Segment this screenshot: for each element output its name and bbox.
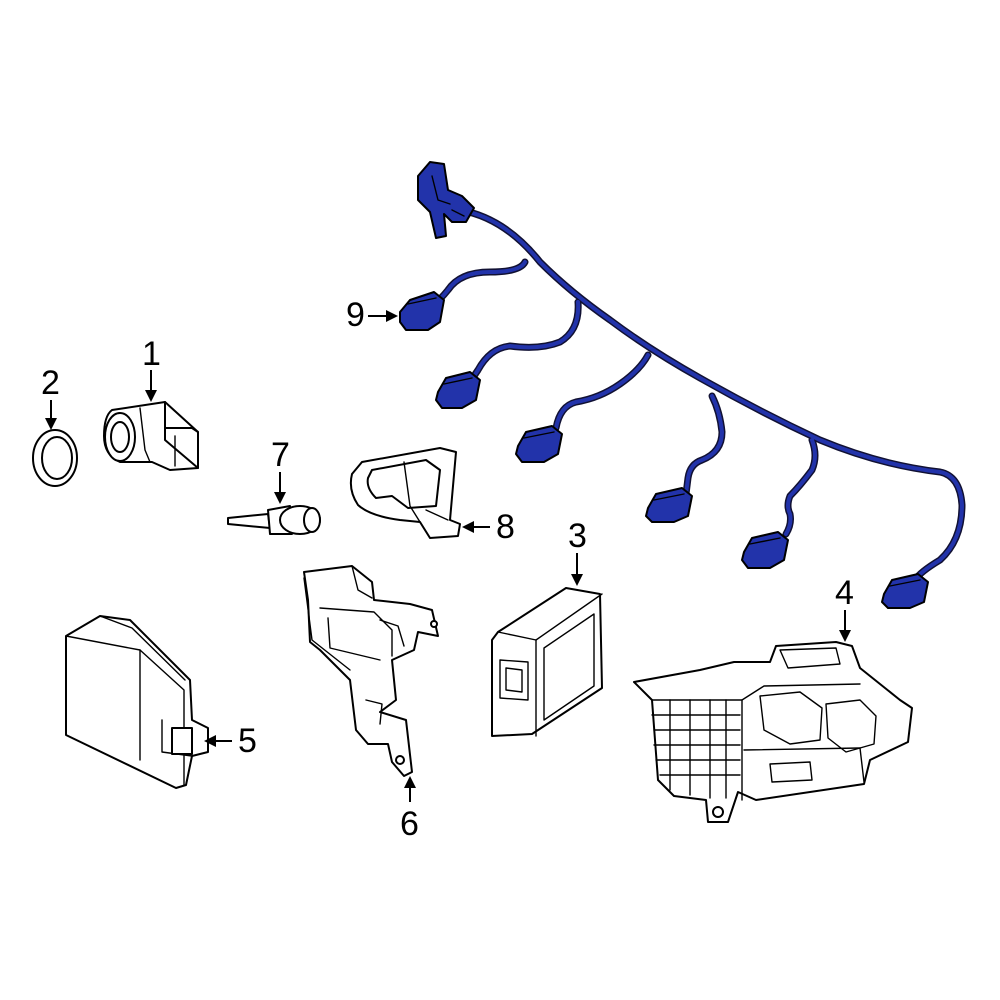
callout-6: 6 [400, 776, 419, 843]
harness-connector-3 [515, 425, 563, 463]
part-2-ring-seal[interactable] [32, 429, 78, 487]
callout-4-label: 4 [835, 574, 854, 612]
harness-connector-1 [399, 291, 445, 331]
harness-connector-6 [881, 573, 929, 609]
part-1-parking-sensor[interactable] [103, 401, 199, 471]
part-7-clip[interactable] [227, 505, 321, 535]
callout-9: 9 [346, 296, 398, 334]
harness-connector-4 [645, 487, 693, 523]
callout-1: 1 [142, 335, 161, 402]
harness-connector-2 [435, 371, 481, 409]
part-3-ecu-box[interactable] [491, 587, 603, 737]
callout-2-label: 2 [41, 364, 60, 402]
callout-6-label: 6 [400, 805, 419, 843]
harness-main-connector [417, 161, 475, 239]
part-4-housing[interactable] [633, 641, 913, 823]
callout-5-label: 5 [238, 722, 257, 760]
callout-7: 7 [271, 436, 290, 504]
callout-9-label: 9 [346, 296, 365, 334]
part-6-mounting-bracket[interactable] [303, 565, 439, 777]
part-8-sensor-bracket[interactable] [349, 447, 461, 539]
harness-connector-5 [741, 531, 789, 569]
callout-8: 8 [462, 508, 515, 546]
callout-7-label: 7 [271, 436, 290, 474]
part-5-control-module[interactable] [65, 615, 209, 789]
callout-4: 4 [835, 574, 854, 642]
callout-3: 3 [568, 517, 587, 586]
callout-3-label: 3 [568, 517, 587, 555]
callout-8-label: 8 [496, 508, 515, 546]
callout-1-label: 1 [142, 335, 161, 373]
callout-2: 2 [41, 364, 60, 430]
part-9-wiring-harness[interactable] [399, 161, 966, 609]
callout-5: 5 [204, 722, 257, 760]
